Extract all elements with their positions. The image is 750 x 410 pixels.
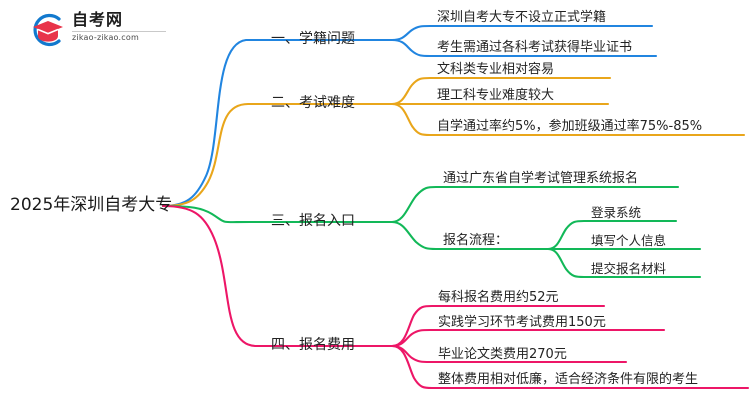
logo-text: 自考网 zikao-zikao.com	[72, 10, 168, 43]
branch-4-child-2[interactable]: 实践学习环节考试费用150元	[438, 315, 606, 330]
wire-branch-3-child-1	[390, 185, 680, 224]
branch-3-sub-3[interactable]: 提交报名材料	[591, 261, 667, 276]
wire-root-to-branch-4	[161, 204, 272, 348]
branch-3-child-2[interactable]: 报名流程：	[443, 233, 509, 248]
wire-branch-2-child-1	[390, 76, 612, 106]
branch-3-sub-2[interactable]: 填写个人信息	[591, 233, 667, 248]
branch-4-child-1[interactable]: 每科报名费用约52元	[438, 290, 559, 305]
branch-1-child-2[interactable]: 考生需通过各科考试获得毕业证书	[437, 40, 633, 55]
branch-4-child-4[interactable]: 整体费用相对低廉，适合经济条件有限的考生	[438, 372, 699, 387]
branch-node-3[interactable]: 三、报名入口	[271, 213, 355, 229]
wire-root-to-branch-3	[161, 204, 272, 224]
wire-branch-1-child-2	[390, 38, 658, 58]
graduation-cap-icon	[33, 13, 63, 47]
logo-name-cn: 自考网	[72, 10, 124, 29]
wire-branch-4-child-3	[390, 344, 628, 364]
wire-branch-3-sub-1	[546, 219, 678, 251]
logo-divider	[72, 31, 166, 32]
wire-branch-4-child-2	[390, 328, 666, 348]
branch-3-sub-1[interactable]: 登录系统	[591, 205, 642, 220]
branch-2-child-1[interactable]: 文科类专业相对容易	[437, 62, 555, 77]
wire-root-to-branch-1	[161, 38, 272, 208]
wire-branch-4-child-4	[390, 344, 750, 390]
wire-branch-1-child-1	[390, 24, 654, 42]
logo-name-en: zikao-zikao.com	[72, 33, 139, 42]
wire-branch-3-child-2	[390, 220, 484, 251]
branch-4-child-3[interactable]: 毕业论文类费用270元	[438, 347, 567, 362]
branch-node-1[interactable]: 一、学籍问题	[271, 31, 355, 47]
branch-2-child-2[interactable]: 理工科专业难度较大	[437, 88, 555, 103]
branch-node-4[interactable]: 四、报名费用	[271, 337, 355, 353]
branch-3-child-1[interactable]: 通过广东省自学考试管理系统报名	[443, 171, 639, 186]
branch-2-child-3[interactable]: 自学通过率约5%，参加班级通过率75%-85%	[437, 119, 703, 134]
wire-branch-4-child-1	[390, 304, 606, 348]
branch-1-child-1[interactable]: 深圳自考大专不设立正式学籍	[437, 10, 607, 25]
wire-branch-2-child-3	[390, 102, 746, 137]
branch-node-2[interactable]: 二、考试难度	[271, 95, 355, 111]
mindmap-root-node[interactable]: 2025年深圳自考大专	[10, 195, 173, 215]
site-logo: 自考网 zikao-zikao.com	[28, 10, 168, 50]
wire-root-to-branch-2	[161, 102, 272, 208]
wire-branch-3-sub-3	[546, 247, 702, 279]
